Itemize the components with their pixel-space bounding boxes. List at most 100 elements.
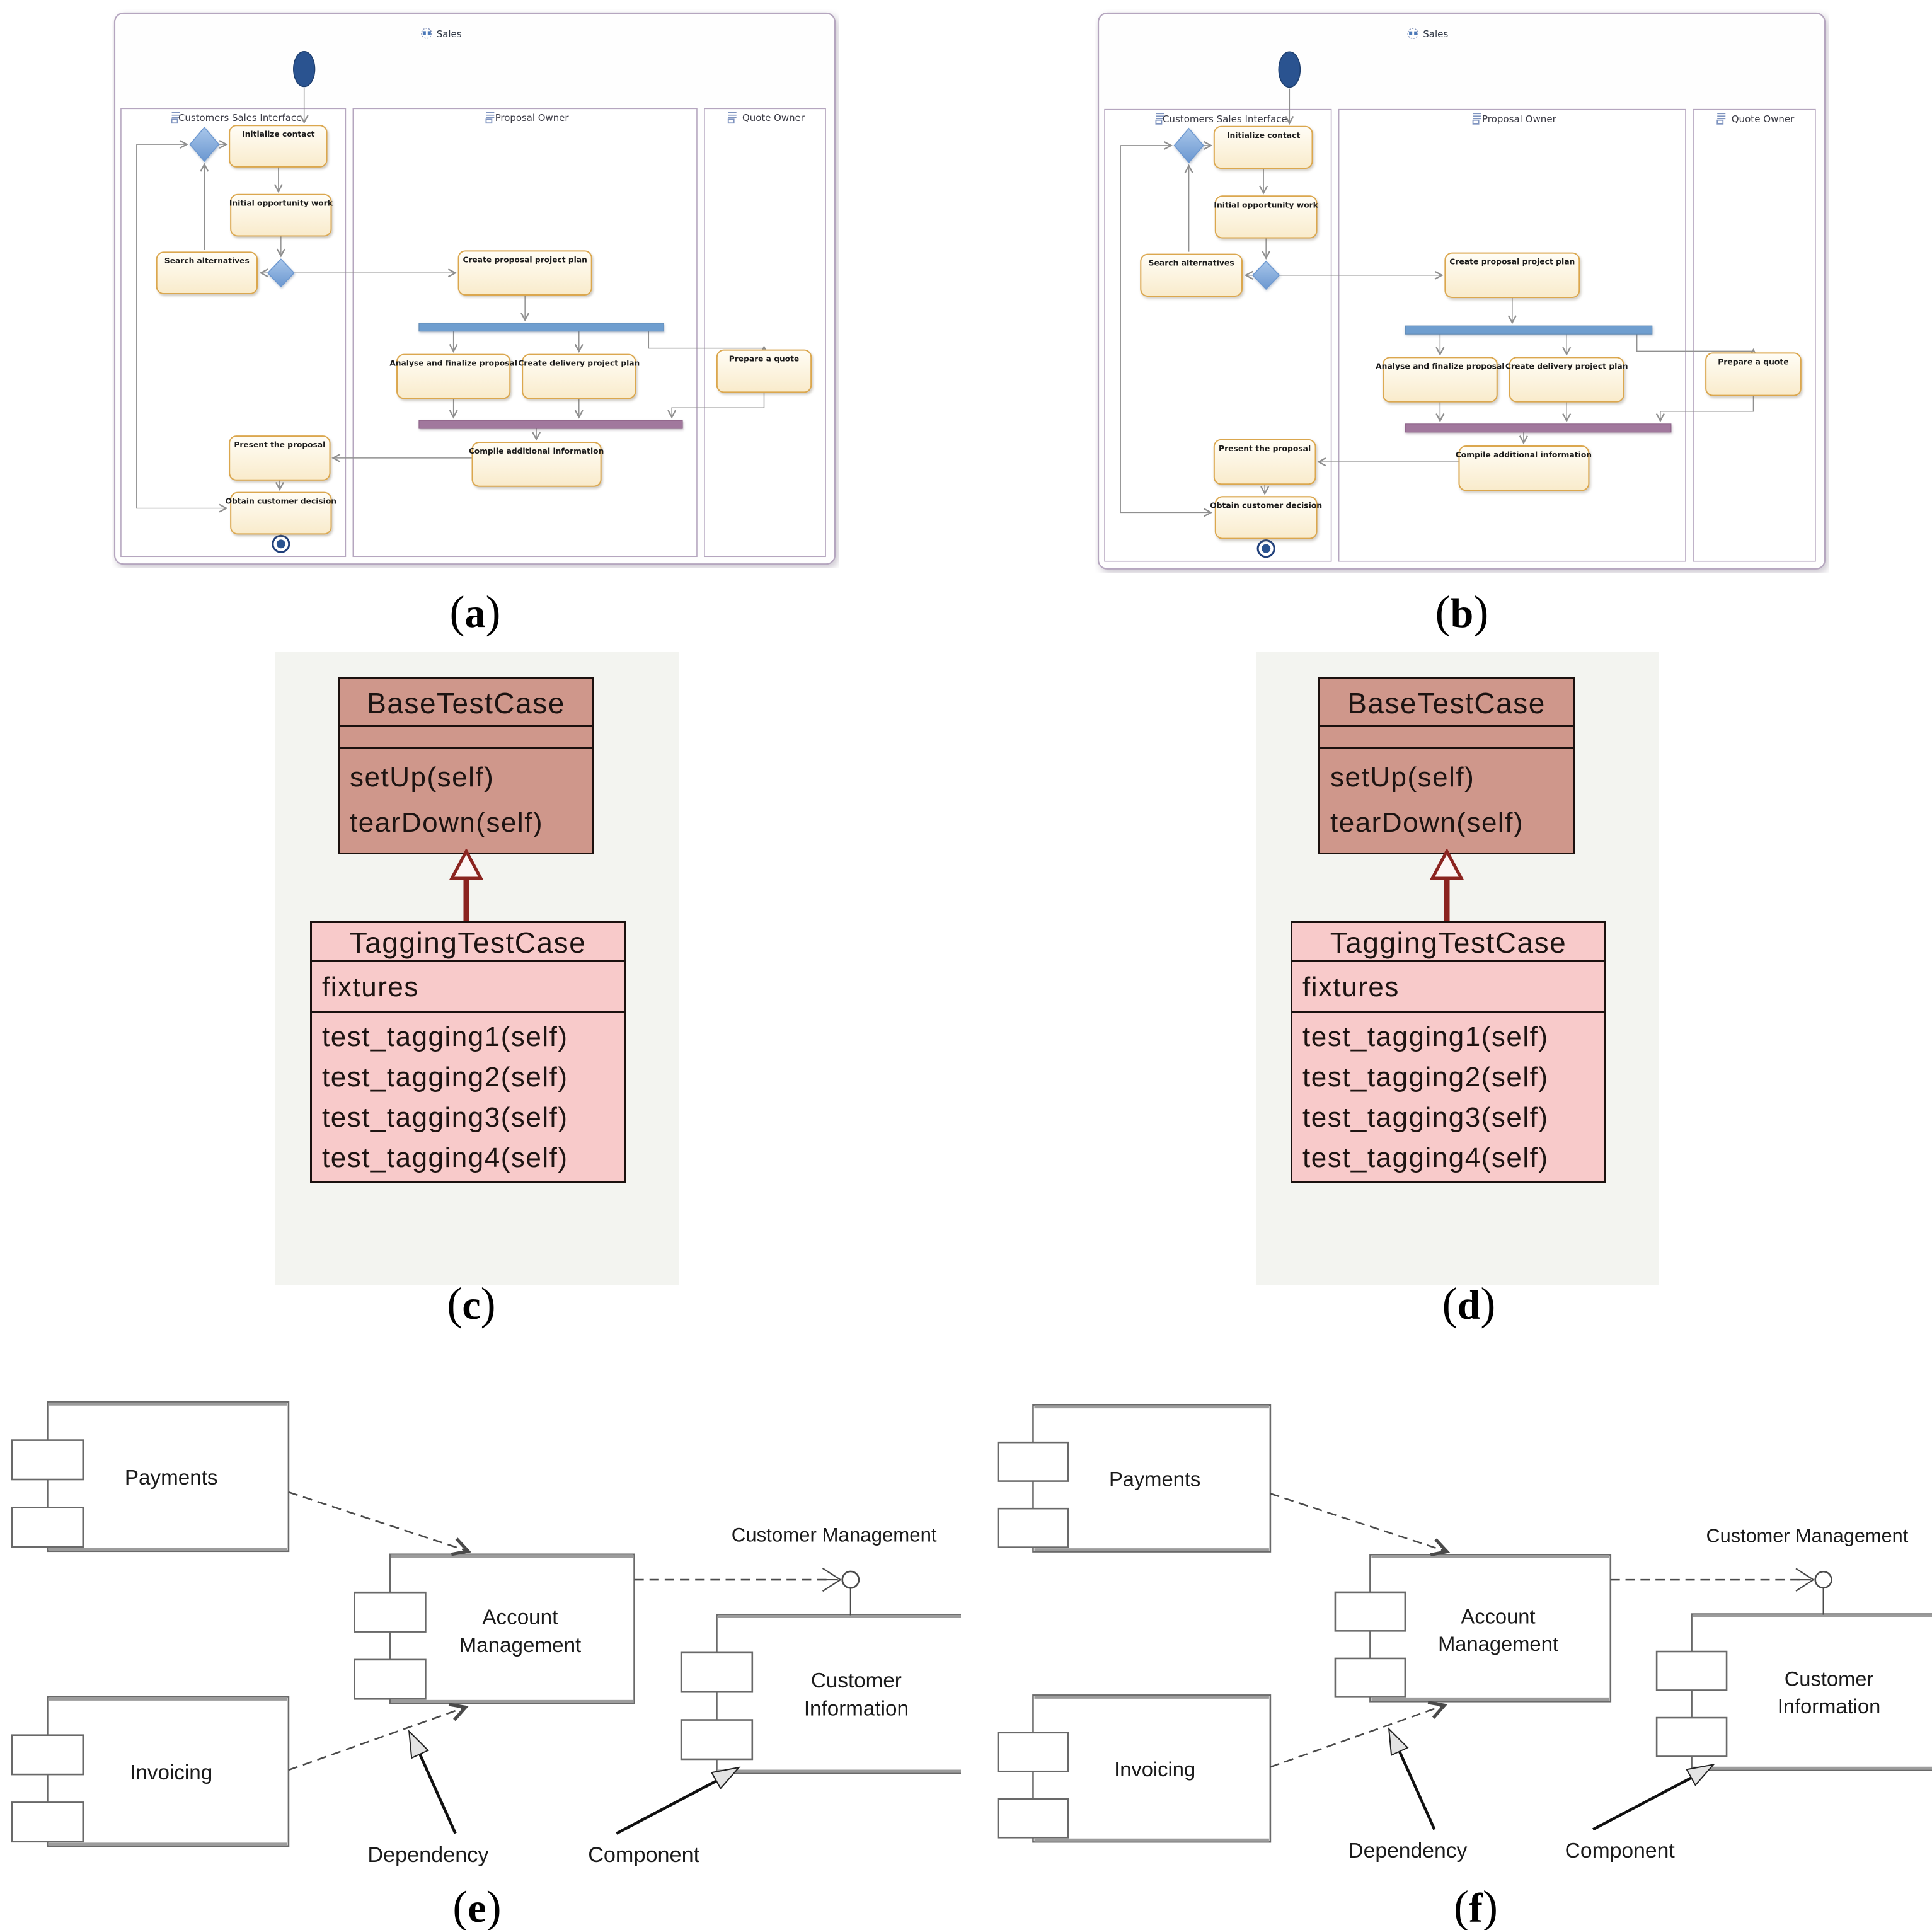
caption-e: (e): [452, 1881, 502, 1930]
svg-text:Component: Component: [588, 1843, 699, 1867]
svg-text:Dependency: Dependency: [367, 1843, 489, 1867]
dependency-annotation: Dependency: [367, 1729, 489, 1867]
svg-text:Management: Management: [1438, 1632, 1558, 1655]
class-methods: setUp(self) tearDown(self): [1320, 749, 1573, 846]
svg-text:Create proposal project plan: Create proposal project plan: [463, 255, 587, 264]
inheritance-arrow: [449, 849, 484, 921]
activity-diagram-icon: [421, 28, 432, 39]
dependency-annotation: Dependency: [1348, 1727, 1468, 1863]
diagram-title: Sales: [421, 28, 462, 40]
svg-text:Information: Information: [1778, 1694, 1881, 1718]
svg-text:Account: Account: [1461, 1604, 1535, 1628]
component-account-management: Account Management: [1334, 1554, 1612, 1703]
component-tab-icon: [1334, 1591, 1406, 1632]
control-flows: [1120, 88, 1758, 541]
lane-header-icon: [727, 112, 737, 124]
svg-text:Customer: Customer: [1785, 1667, 1874, 1691]
action-create-proposal-project-plan: Create proposal project plan: [457, 250, 592, 296]
method: setUp(self): [350, 762, 495, 793]
diagram-title: Sales: [1407, 28, 1448, 40]
class-name: TaggingTestCase: [1292, 923, 1604, 962]
decision-node-2: [1252, 260, 1280, 290]
svg-text:Invoicing: Invoicing: [1114, 1757, 1195, 1781]
svg-text:Create delivery project plan: Create delivery project plan: [518, 359, 640, 368]
class-methods: setUp(self) tearDown(self): [340, 749, 592, 846]
svg-text:Search alternatives: Search alternatives: [164, 256, 250, 265]
caption-d: (d): [1442, 1278, 1496, 1329]
action-obtain-customer-decision: Obtain customer decision: [226, 491, 336, 535]
svg-text:Information: Information: [804, 1697, 909, 1720]
fork-bar: [418, 323, 664, 332]
caption-c: (c): [447, 1278, 496, 1329]
svg-text:Customer: Customer: [811, 1669, 902, 1692]
svg-text:Create proposal project plan: Create proposal project plan: [1449, 258, 1575, 267]
class-tagging-test-case: TaggingTestCase fixtures test_tagging1(s…: [1291, 921, 1606, 1183]
svg-text:Initialize contact: Initialize contact: [1227, 131, 1301, 140]
component-account-management: Account Management: [354, 1553, 635, 1704]
caption-b: (b): [1435, 587, 1489, 637]
action-create-proposal-project-plan: Create proposal project plan: [1444, 252, 1580, 298]
action-create-delivery-project-plan: Create delivery project plan: [1505, 357, 1628, 403]
join-bar: [418, 420, 683, 429]
action-analyse-and-finalize-proposal: Analyse and finalize proposal: [1376, 357, 1505, 403]
lane1-title: Customers Sales Interface: [178, 112, 302, 123]
svg-text:Payments: Payments: [125, 1466, 218, 1490]
component-diagram: Payments Invoicing Account Management: [997, 1404, 1932, 1863]
class-tagging-test-case: TaggingTestCase fixtures test_tagging1(s…: [310, 921, 626, 1183]
class-methods: test_tagging1(self) test_tagging2(self) …: [312, 1013, 624, 1178]
svg-text:Account: Account: [482, 1606, 558, 1629]
lane3-title: Quote Owner: [742, 112, 805, 123]
decision-node-2: [267, 258, 295, 288]
lane-quote-owner: [704, 108, 826, 558]
panel-e-component-diagram: Payments Invoicing Account Management: [9, 1383, 961, 1890]
decision-node-1: [189, 127, 220, 163]
component-payments: Payments: [997, 1404, 1272, 1553]
component-tab-icon: [11, 1734, 84, 1776]
action-compile-additional-information: Compile additional information: [469, 442, 604, 487]
dependency-payments-to-account: [1270, 1493, 1451, 1557]
component-tab-icon: [1334, 1657, 1406, 1698]
svg-text:Management: Management: [459, 1634, 581, 1657]
join-bar: [1405, 423, 1672, 433]
component-tab-icon: [1655, 1650, 1728, 1691]
interface-label: Customer Management: [1706, 1525, 1908, 1547]
svg-text:Present the proposal: Present the proposal: [1219, 444, 1311, 453]
action-analyse-and-finalize-proposal: Analyse and finalize proposal: [389, 353, 517, 399]
lane-proposal-owner: [352, 108, 698, 558]
sales-activity-diagram: Sales Customers Sales Interface Proposal…: [113, 12, 836, 565]
lane-header-icon: [1155, 113, 1164, 125]
class-name: BaseTestCase: [1320, 679, 1573, 727]
caption-a: (a): [449, 587, 501, 637]
component-tab-icon: [680, 1651, 754, 1693]
class-attribute: fixtures: [1292, 962, 1604, 1013]
svg-text:Compile additional information: Compile additional information: [469, 447, 604, 456]
interface-label: Customer Management: [732, 1524, 937, 1546]
svg-text:Dependency: Dependency: [1348, 1839, 1467, 1863]
class-name: BaseTestCase: [340, 679, 592, 727]
component-tab-icon: [1655, 1716, 1728, 1757]
component-annotation: Component: [1565, 1763, 1715, 1863]
method: test_tagging2(self): [322, 1062, 568, 1093]
action-initialize-contact: Initialize contact: [229, 125, 328, 168]
fork-bar: [1405, 325, 1653, 335]
inheritance-arrow: [1429, 849, 1464, 921]
svg-text:Compile additional information: Compile additional information: [1456, 451, 1592, 459]
lane2-title: Proposal Owner: [495, 112, 570, 123]
svg-text:Prepare a quote: Prepare a quote: [1718, 357, 1788, 366]
sales-activity-diagram: Sales Customers Sales Interface Proposal…: [1097, 12, 1826, 570]
decision-node-1: [1173, 127, 1204, 164]
svg-text:Payments: Payments: [1109, 1468, 1200, 1491]
action-present-the-proposal: Present the proposal: [1213, 439, 1316, 485]
svg-text:Sales: Sales: [1423, 28, 1448, 40]
required-interface-socket: [634, 1568, 860, 1616]
component-tab-icon: [997, 1507, 1069, 1548]
component-customer-information: Customer Information: [680, 1614, 961, 1774]
method: setUp(self): [1330, 762, 1475, 793]
required-interface-socket: [1610, 1568, 1832, 1615]
lane-customers-sales-interface: [1104, 108, 1332, 562]
lane-header-icon: [1716, 113, 1726, 125]
action-initialize-contact: Initialize contact: [1213, 125, 1313, 169]
action-prepare-a-quote: Prepare a quote: [716, 349, 812, 393]
panel-b-activity-diagram: Sales Customers Sales Interface Proposal…: [1095, 9, 1829, 573]
action-create-delivery-project-plan: Create delivery project plan: [518, 353, 640, 399]
